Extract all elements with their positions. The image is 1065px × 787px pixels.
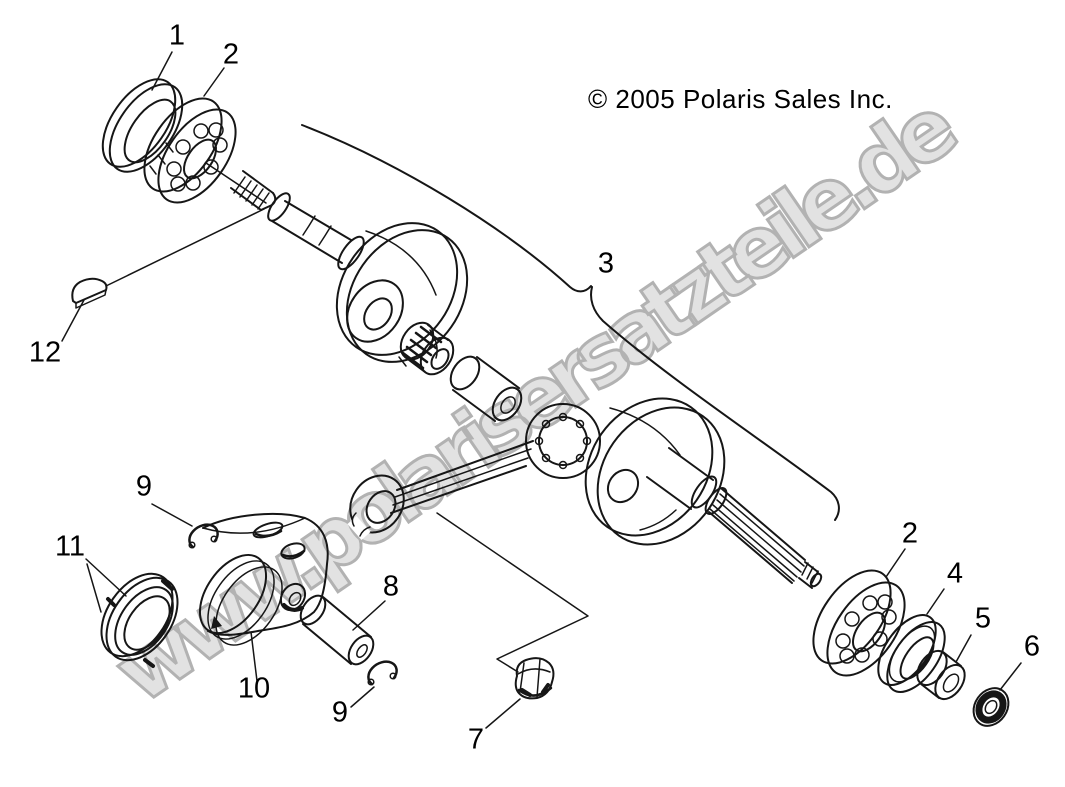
seal-washer-drawing <box>972 687 1010 727</box>
piston-drawing <box>198 512 329 646</box>
callout-11: 11 <box>54 530 86 563</box>
ball-bearing-lower-drawing <box>812 569 906 677</box>
piston-rings-drawing <box>100 572 179 668</box>
callout-8: 8 <box>382 570 400 603</box>
ball-bearing-upper-drawing <box>143 97 237 204</box>
nut-drawing <box>514 657 555 700</box>
callout-12: 12 <box>28 336 62 369</box>
callout-4: 4 <box>946 557 964 590</box>
callout-1: 1 <box>168 19 186 52</box>
callout-5: 5 <box>974 602 992 635</box>
callout-9-upper: 9 <box>135 470 153 503</box>
piston-pin-drawing <box>299 594 375 666</box>
circlip-lower-drawing <box>367 660 398 686</box>
copyright-notice: © 2005 Polaris Sales Inc. <box>588 84 893 114</box>
woodruff-key-drawing <box>71 277 108 309</box>
callout-6: 6 <box>1023 630 1041 663</box>
spacer-drawing <box>916 649 966 701</box>
collar-drawing <box>877 614 946 693</box>
callout-7: 7 <box>467 723 485 756</box>
seal-drawing <box>101 78 184 175</box>
callout-2-lower: 2 <box>901 517 919 550</box>
callout-3: 3 <box>597 247 615 280</box>
callout-9-lower: 9 <box>331 696 349 729</box>
callout-10: 10 <box>237 672 271 705</box>
circlip-upper-drawing <box>188 523 219 549</box>
crankshaft-drawing <box>230 170 823 589</box>
leader-lines <box>61 51 1022 729</box>
callout-2-upper: 2 <box>222 38 240 71</box>
